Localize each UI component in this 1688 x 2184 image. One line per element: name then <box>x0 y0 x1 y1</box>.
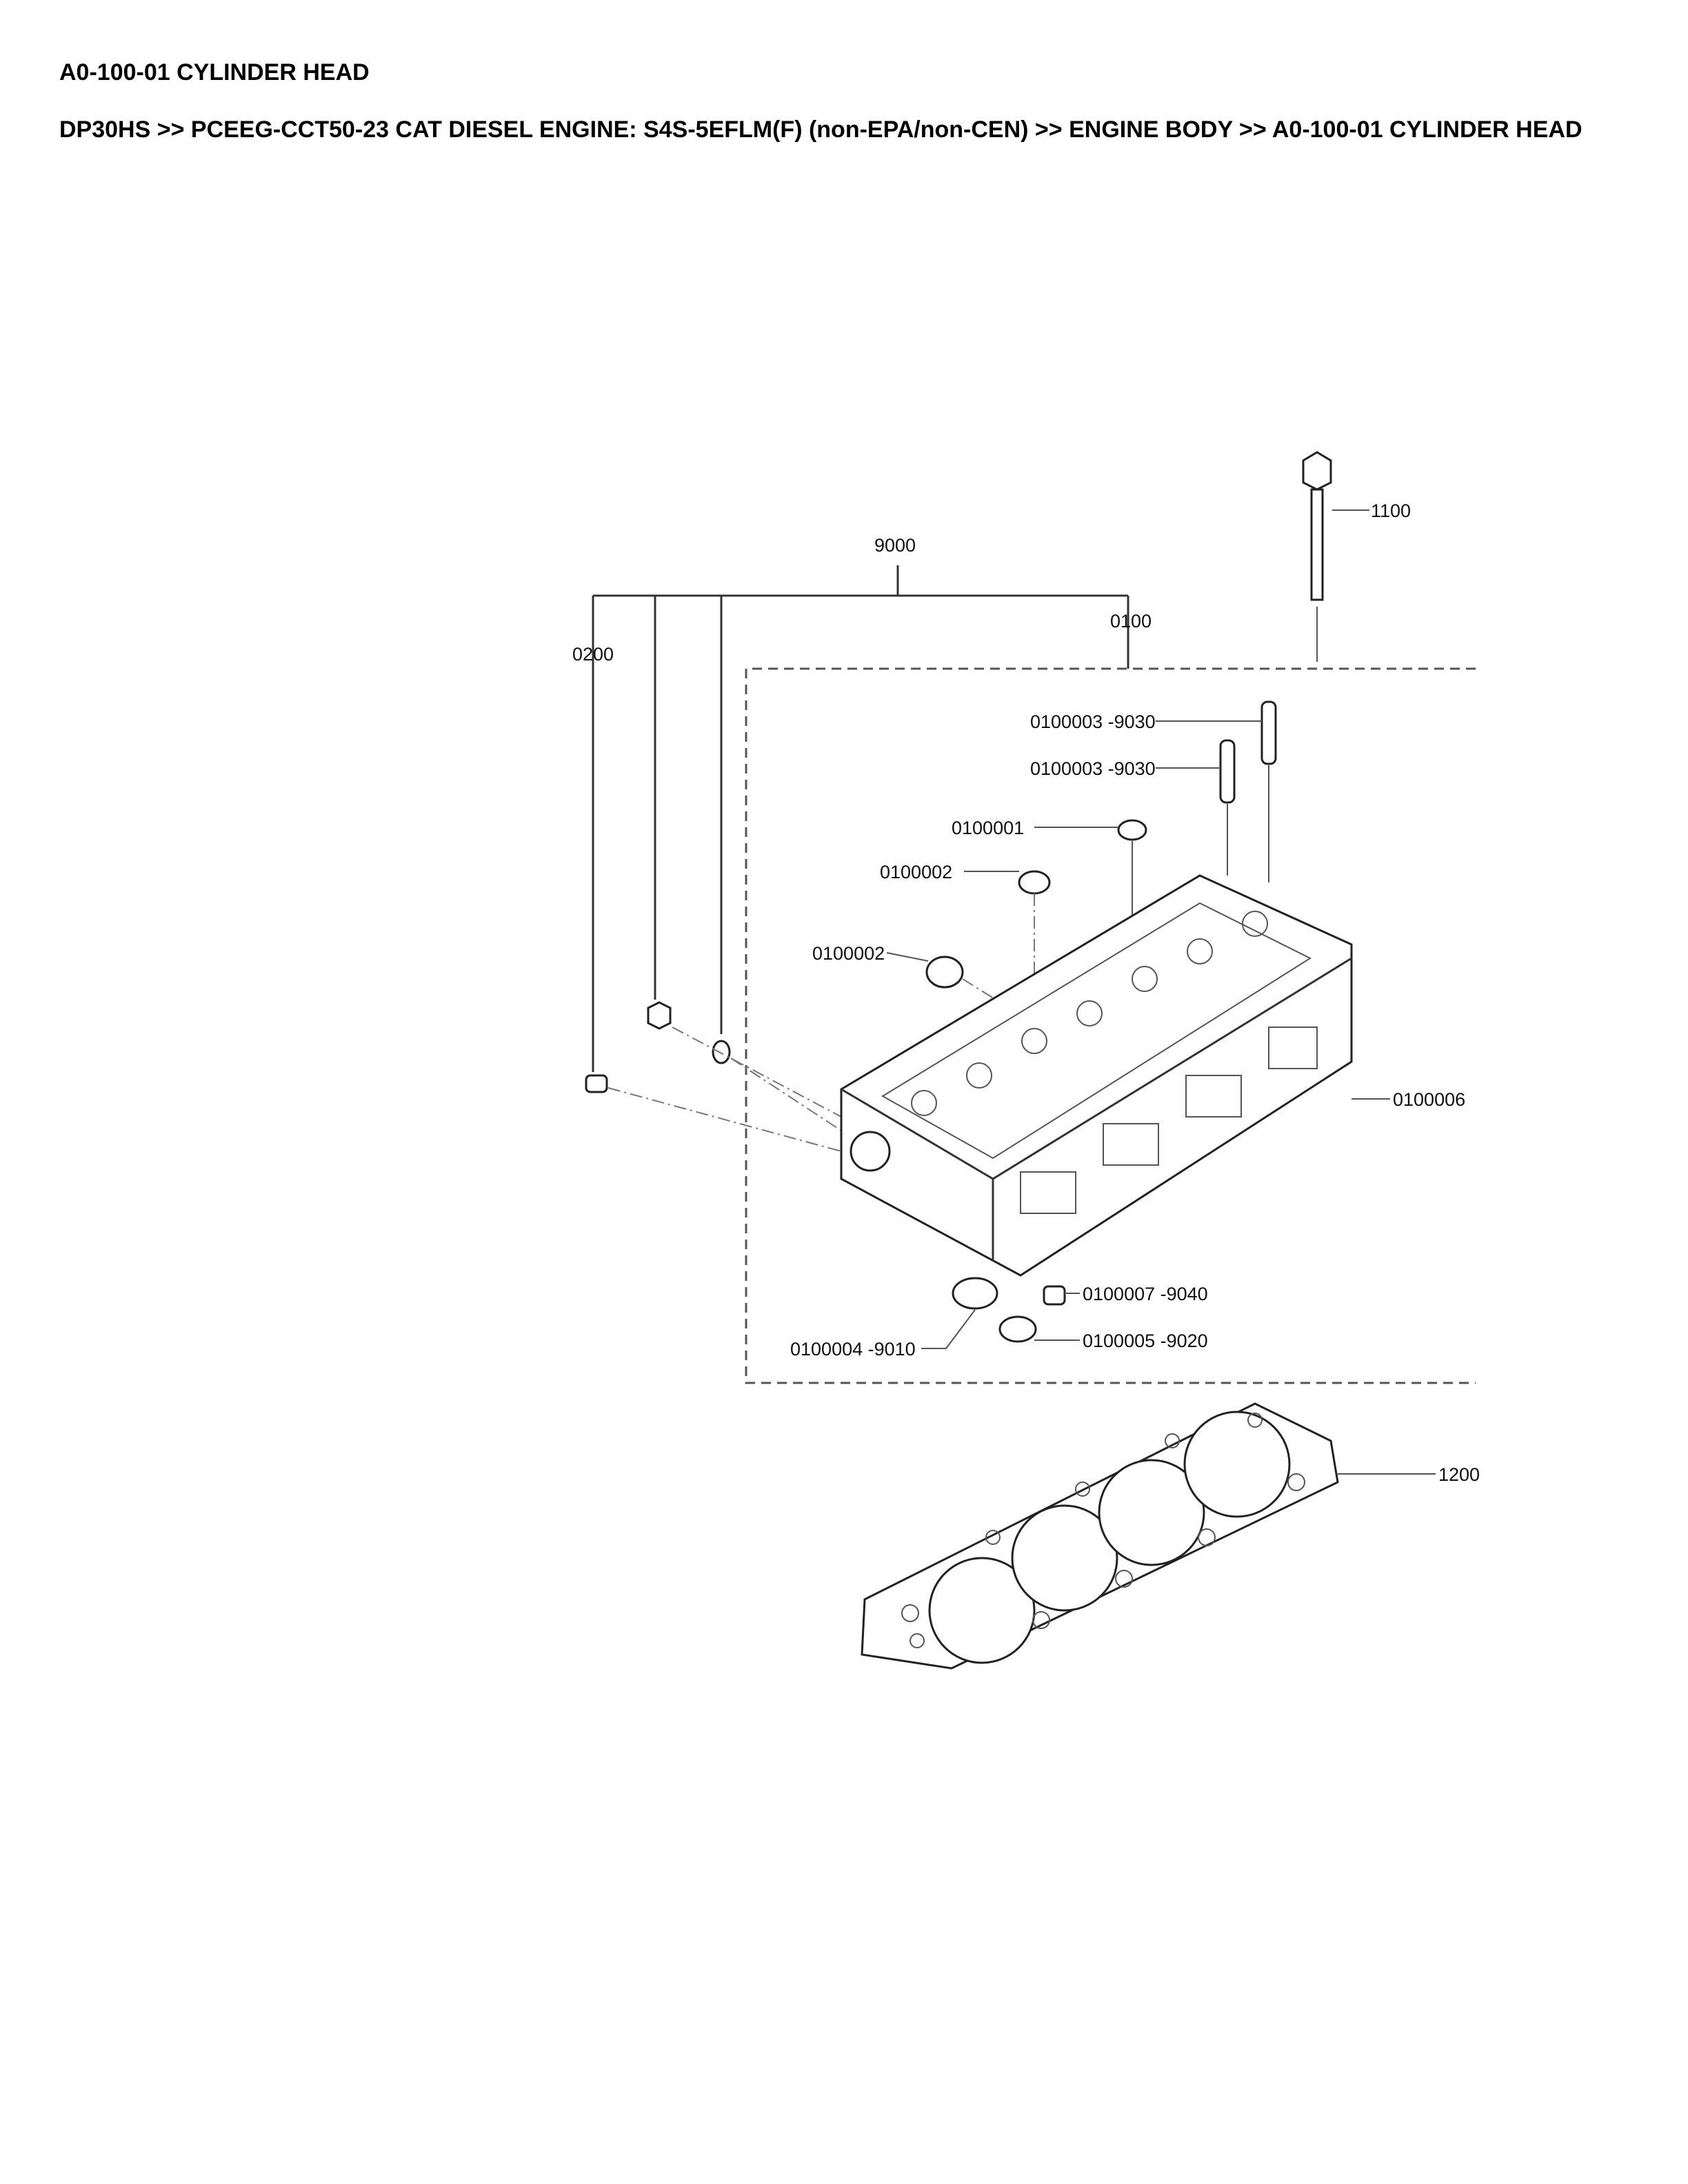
bolt-1100 <box>1302 451 1369 662</box>
callout-0100006: 0100006 <box>1393 1089 1465 1110</box>
assembly-0100-box <box>745 667 1476 1384</box>
seals <box>886 819 1147 1007</box>
kit-9000-bracket <box>592 565 1129 1072</box>
plugs-left <box>585 1001 842 1152</box>
callout-0100002-a: 0100002 <box>880 862 952 882</box>
callout-0100003-b: 0100003 -9030 <box>1030 758 1156 779</box>
callout-0100005: 0100005 -9020 <box>1083 1331 1208 1351</box>
callout-0100004: 0100004 -9010 <box>790 1339 916 1359</box>
cylinder-head <box>840 874 1390 1277</box>
callout-0100: 0100 <box>1110 611 1152 631</box>
page-title: A0-100-01 CYLINDER HEAD <box>59 59 370 85</box>
bottom-seals <box>921 1277 1080 1349</box>
callout-9000: 9000 <box>874 535 916 556</box>
callout-0100003-a: 0100003 -9030 <box>1030 711 1156 732</box>
callout-1200: 1200 <box>1438 1464 1480 1485</box>
pins-0100003 <box>1156 700 1277 882</box>
head-gasket-1200 <box>861 1402 1436 1670</box>
callout-0100002-b: 0100002 <box>812 943 885 964</box>
callout-1100: 1100 <box>1371 501 1411 521</box>
breadcrumb: DP30HS >> PCEEG-CCT50-23 CAT DIESEL ENGI… <box>59 117 1582 143</box>
callout-0100001: 0100001 <box>952 818 1024 838</box>
callout-0100007: 0100007 -9040 <box>1083 1284 1208 1304</box>
callout-0200: 0200 <box>572 644 614 665</box>
